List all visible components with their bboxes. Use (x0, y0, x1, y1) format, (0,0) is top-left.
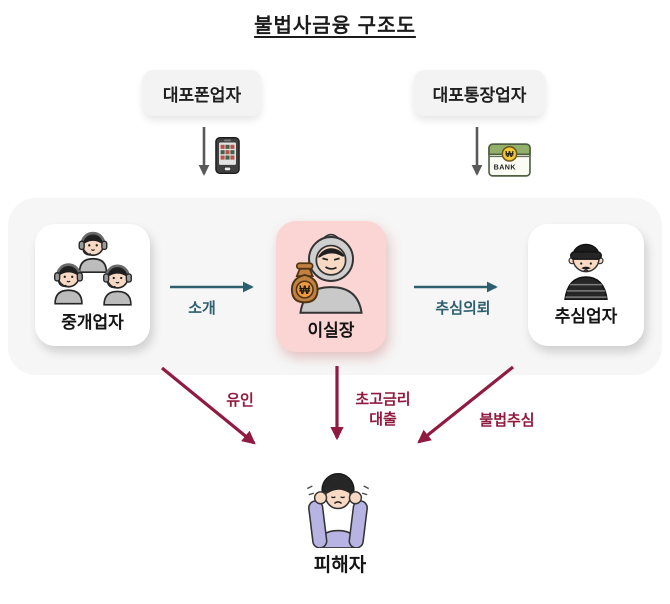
illegal-collection-flow-label: 불법추심 (479, 412, 535, 429)
collector-icon (564, 243, 608, 300)
collector-label: 추심업자 (554, 307, 618, 326)
account-dealer-box: 대포통장업자 (414, 70, 545, 116)
broker-card: 중개업자 (35, 224, 150, 346)
intro-flow-label: 소개 (188, 300, 216, 317)
boss-label: 이실장 (307, 321, 355, 340)
boss-card: ₩ 이실장 (276, 221, 386, 352)
hooded-lender-icon: ₩ (290, 233, 363, 314)
phone-dealer-box: 대포폰업자 (143, 70, 261, 116)
call-center-group-icon (52, 231, 133, 306)
luring-flow-label: 유인 (226, 392, 254, 409)
collector-card: 추심업자 (528, 224, 644, 346)
collection-request-flow-label: 추심의뢰 (435, 300, 491, 317)
bankbook-bank-label: BANK (494, 164, 517, 172)
account-dealer-label: 대포통장업자 (432, 85, 527, 105)
victim-icon (306, 472, 370, 548)
burner-phone-icon (215, 136, 240, 175)
bankbook-won-symbol: ₩ (505, 149, 514, 159)
diagram-title: 불법사금융 구조도 (254, 15, 416, 37)
victim-label: 피해자 (313, 555, 367, 576)
bankbook-icon: ₩ BANK (488, 143, 531, 177)
high-interest-loan-flow-label: 초고금리 대출 (355, 391, 411, 428)
illegal-collection-arrow (417, 365, 514, 444)
broker-label: 중개업자 (61, 313, 124, 332)
phone-dealer-label: 대포폰업자 (162, 85, 242, 105)
money-bag-won-symbol: ₩ (299, 284, 310, 297)
luring-arrow (160, 366, 256, 445)
